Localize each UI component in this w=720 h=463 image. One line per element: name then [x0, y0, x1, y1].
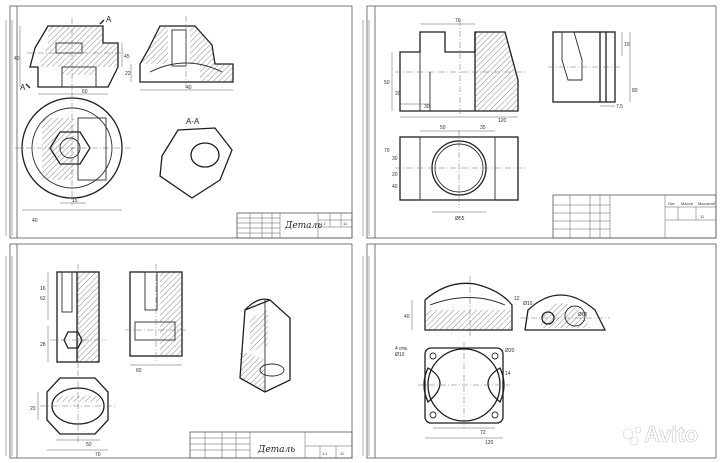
dim-s20: 20	[392, 172, 398, 178]
dim-12: 12	[514, 296, 520, 302]
cut-label-top: A	[106, 15, 112, 24]
dim-top-diameter: 40	[32, 218, 38, 224]
sheet-top-right: 70 50 20 30 120 10 80 7,5	[362, 5, 717, 239]
dim-72: 72	[480, 430, 486, 436]
dim-front-width: 60	[82, 89, 88, 95]
side-view: 40 22	[125, 16, 234, 91]
dim-20: 20	[30, 406, 36, 412]
title-block-top-right: Лит. Масса Масштаб 11	[552, 194, 717, 239]
front-view: A A 60 40 45	[14, 15, 130, 95]
avito-watermark: Avito	[622, 422, 698, 447]
sheet-frame	[9, 5, 353, 239]
dim-70: 70	[95, 452, 101, 458]
dim-16: 16	[40, 286, 46, 292]
tb-scale: Масштаб	[698, 201, 716, 206]
dim-d10b: Ø10	[395, 352, 405, 358]
dim-s40: 40	[392, 184, 398, 190]
title-text: Деталь	[257, 445, 295, 455]
dim-front-height: 40	[14, 56, 20, 62]
side-view: 10 80 7,5	[548, 31, 638, 110]
sheet-top-left: A A 60 40 45 40 22	[5, 5, 353, 239]
sheet-frame	[366, 243, 717, 459]
tb-scale: 1:1	[320, 221, 326, 226]
dim-s30: 30	[392, 156, 398, 162]
dim-20: 20	[395, 91, 401, 97]
dim-t35: 35	[480, 125, 486, 131]
dim-120: 120	[498, 118, 507, 124]
side-view: 60	[125, 264, 188, 374]
dim-top-hex: 15	[72, 198, 78, 204]
dim-d20: Ø20	[505, 348, 515, 354]
dim-t50: 50	[440, 125, 446, 131]
tb-lit: Лит.	[668, 201, 675, 206]
top-view: 50 35 70 30 20 40 Ø55	[384, 125, 525, 222]
section-label: A-A	[186, 117, 200, 126]
sheet-frame	[366, 5, 717, 239]
dim-60: 60	[136, 368, 142, 374]
dim-120: 120	[485, 440, 494, 446]
dim-front-step: 45	[124, 54, 130, 60]
dim-50: 50	[86, 442, 92, 448]
dim-62: 62	[40, 296, 46, 302]
dim-10: 10	[624, 42, 630, 48]
dim-s70: 70	[384, 148, 390, 154]
dim-holes: 4 отв.	[395, 346, 408, 352]
dim-side-width: 40	[186, 85, 192, 91]
watermark-text: Avito	[644, 422, 698, 447]
title-block-bottom-left: Деталь 1:1 11	[189, 431, 353, 459]
front-view: 40 12	[404, 276, 520, 336]
tb-sheet-num: 11	[700, 214, 705, 219]
dim-30: 30	[424, 104, 430, 110]
tb-num: 1:1	[322, 451, 328, 456]
title-text: Деталь	[284, 221, 322, 231]
dim-70: 70	[455, 18, 461, 24]
dim-d10: Ø10	[523, 301, 533, 307]
dim-40: 40	[404, 314, 410, 320]
dim-28: 28	[40, 342, 46, 348]
isometric-view	[239, 298, 291, 393]
cut-label-bottom: A	[20, 83, 26, 92]
dim-side-height: 22	[125, 71, 131, 77]
top-view: 4 отв. Ø10 Ø20 72 120 14	[395, 342, 515, 446]
tb-sheets: 11	[340, 451, 345, 456]
dim-14: 14	[505, 371, 511, 377]
title-block-top-left: Деталь 1:1 11	[236, 212, 353, 239]
dim-d65: Ø65	[578, 312, 588, 318]
tb-sheets: 11	[343, 221, 348, 226]
front-view: 70 50 20 30 120	[384, 18, 525, 124]
sheet-frame	[9, 243, 353, 459]
top-view: 40 15	[15, 92, 130, 224]
tb-mass: Масса	[681, 201, 694, 206]
dim-d55: Ø55	[455, 216, 465, 222]
dim-50: 50	[384, 80, 390, 86]
top-view: 20 50 70	[30, 370, 116, 458]
side-view: Ø10 Ø65	[520, 294, 610, 331]
front-view: 62 16 28	[40, 264, 106, 368]
watermark-dot-icon	[622, 428, 634, 440]
section-aa: A-A	[159, 117, 233, 199]
dim-80: 80	[632, 88, 638, 94]
sheet-bottom-left: 62 16 28 60	[5, 243, 353, 459]
dim-7-5: 7,5	[616, 104, 623, 110]
sheet-bottom-right: 40 12 Ø10 Ø65 4 отв. Ø10 Ø2	[362, 243, 717, 459]
